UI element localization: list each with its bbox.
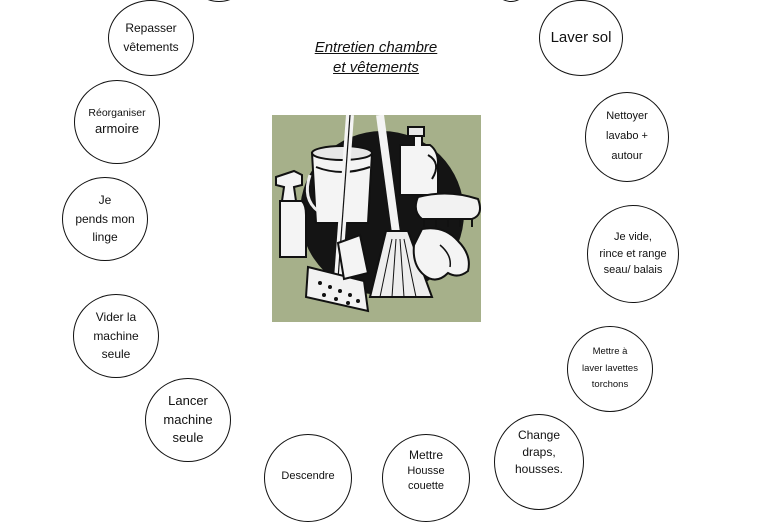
task-nettoyer-lavabo: Nettoyer lavabo + autour <box>585 92 669 182</box>
task-line: Lancer <box>168 392 208 408</box>
task-laver-sol: Laver sol <box>539 0 623 76</box>
task-line: autour <box>611 149 643 162</box>
task-line: Réorganiser <box>88 106 146 119</box>
task-line: Je <box>98 193 112 208</box>
task-line: seule <box>172 430 204 446</box>
task-repasser-vetements: Repasser vêtements <box>108 0 194 76</box>
task-line: laver lavettes <box>582 362 638 374</box>
page-title: Entretien chambre et vêtements <box>296 38 456 78</box>
task-line: Je vide, <box>614 231 652 244</box>
task-line: Nettoyer <box>606 110 648 123</box>
task-line: seau/ balais <box>603 264 663 277</box>
task-vider-seau: Je vide, rince et range seau/ balais <box>587 205 679 303</box>
task-reorganiser-armoire: Réorganiser armoire <box>74 80 160 164</box>
title-line-2: et vêtements <box>333 59 419 76</box>
task-vider-machine: Vider la machine seule <box>73 294 159 378</box>
task-line: Laver sol <box>550 29 612 47</box>
task-line: lavabo + <box>606 130 648 143</box>
task-line: machine <box>163 411 213 427</box>
task-laver-lavettes: Mettre à laver lavettes torchons <box>567 326 653 412</box>
task-line: torchons <box>591 379 629 391</box>
task-changer-draps: Change draps, housses. <box>494 414 584 510</box>
task-descendre: Descendre <box>264 434 352 522</box>
partial-circle-top-right <box>488 0 534 2</box>
task-line: Repasser <box>125 21 177 36</box>
task-line: vêtements <box>123 40 179 54</box>
task-pendre-linge: Je pends mon linge <box>62 177 148 261</box>
task-line: Mettre à <box>592 346 628 358</box>
task-line: linge <box>92 230 118 245</box>
task-line: Descendre <box>281 470 335 482</box>
task-lancer-machine: Lancer machine seule <box>145 378 231 462</box>
task-line: Change <box>517 428 561 442</box>
task-line: Vider la <box>95 310 137 325</box>
task-line: pends mon <box>75 211 135 226</box>
task-mettre-housse: Mettre Housse couette <box>382 434 470 522</box>
cleaning-supplies-icon <box>272 114 481 322</box>
task-line: seule <box>101 347 131 362</box>
title-line-1: Entretien chambre <box>314 39 438 56</box>
task-line: housses. <box>514 461 564 476</box>
task-line: Housse <box>407 464 445 477</box>
task-line: draps, <box>522 444 556 459</box>
partial-circle-top-left <box>188 0 250 2</box>
task-line: rince et range <box>599 247 667 260</box>
task-line: machine <box>93 328 139 343</box>
task-line: Mettre <box>408 448 443 462</box>
task-line: armoire <box>94 121 140 137</box>
